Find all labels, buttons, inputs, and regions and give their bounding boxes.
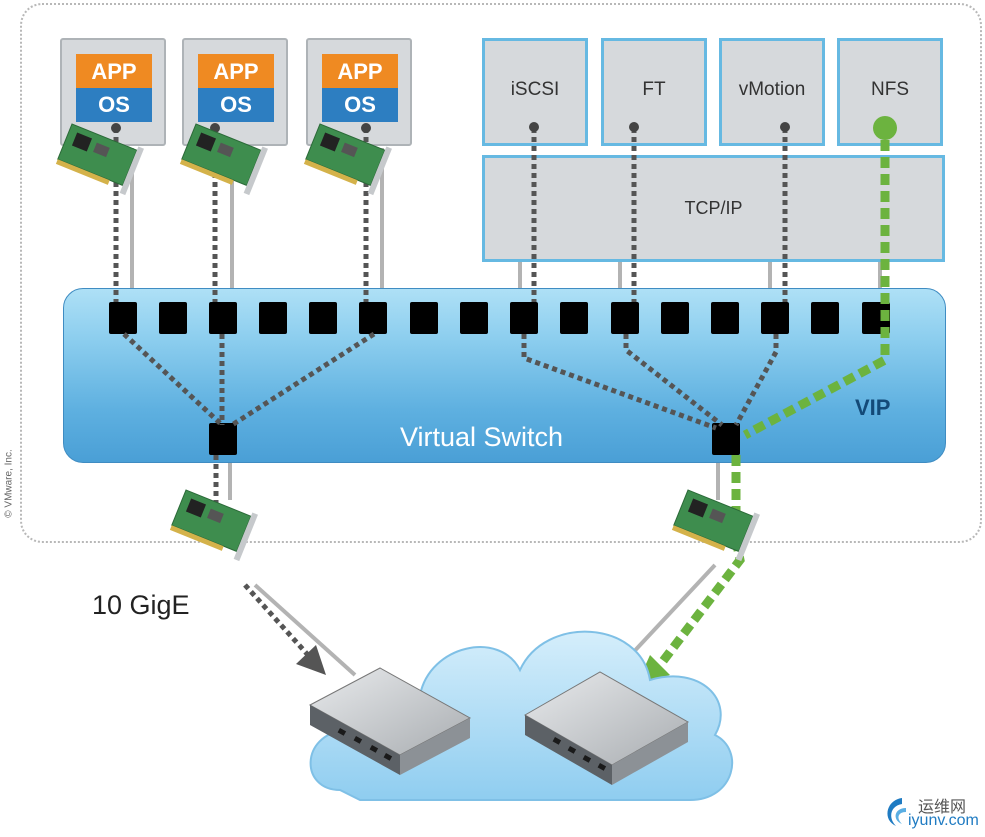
uplink-port-right [712,423,740,455]
endpoint-dots [111,122,790,133]
switch-port [611,302,639,334]
switch-port [560,302,588,334]
switch-port [811,302,839,334]
switch-port [109,302,137,334]
host-boundary [20,3,982,543]
logo-swirl-icon [887,798,906,826]
nic-card-icon [303,123,392,196]
network-switch-icon-right [523,671,690,785]
watermark-logo: 运维网 iyunv.com [880,790,982,834]
switch-port [410,302,438,334]
nic-card-icon [55,123,144,196]
watermark-cn: 运维网 [918,799,967,816]
switch-port [209,302,237,334]
watermark-en: iyunv.com [908,812,979,829]
app-label: APP [322,54,398,88]
nic-card-icon [671,489,760,562]
tcpip-stack: TCP/IP [482,155,945,262]
virtual-switch-label: Virtual Switch [400,422,564,452]
nfs-endpoint-dot [873,116,897,140]
vip-label: VIP [855,395,891,420]
uplink-port-left [209,423,237,455]
switch-port [761,302,789,334]
switch-port [711,302,739,334]
os-label: OS [322,88,398,122]
network-switch-icon-left [308,667,472,775]
arrow-head-left [296,645,326,675]
nic-card-icon [179,123,268,196]
os-label: OS [76,88,152,122]
switch-port [159,302,187,334]
switch-port [661,302,689,334]
switch-port [259,302,287,334]
service-ft: FT [601,38,707,146]
switch-port [460,302,488,334]
switch-port [510,302,538,334]
app-label: APP [76,54,152,88]
app-label: APP [198,54,274,88]
switch-port [309,302,337,334]
dotted-paths [113,128,788,657]
switch-port [359,302,387,334]
nic-card-icon [169,489,258,562]
link-speed-label: 10 GigE [92,590,190,620]
os-label: OS [198,88,274,122]
service-vmotion: vMotion [719,38,825,146]
